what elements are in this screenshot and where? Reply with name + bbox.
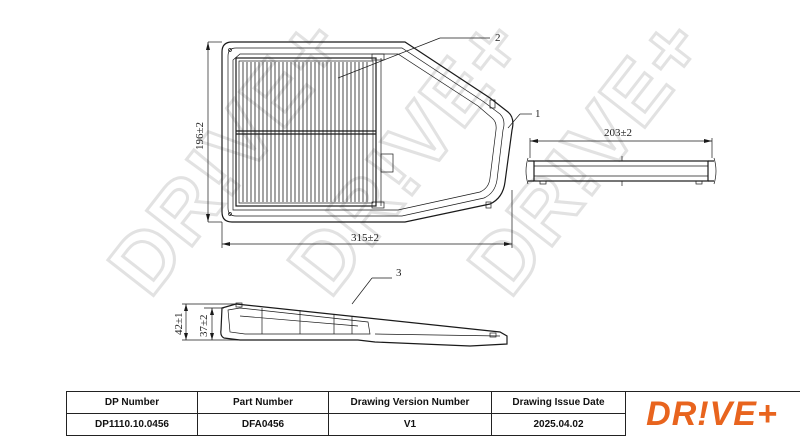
title-block-value-row: DP1110.10.0456 DFA0456 V1 2025.04.02: [67, 413, 626, 436]
value-version: V1: [328, 413, 492, 436]
value-part-number: DFA0456: [197, 413, 329, 436]
top-view: 196±2 315±2 2 1: [194, 32, 541, 248]
callout-2: 2: [495, 32, 501, 44]
value-dp-number: DP1110.10.0456: [67, 413, 198, 436]
technical-drawing: DR!VE+ DR!VE+ DR!VE+: [89, 0, 725, 347]
side-view-right: 203±2: [525, 127, 717, 186]
side-view-bottom: 42±1 37±2 3: [173, 267, 508, 347]
title-block-header-row: DP Number Part Number Drawing Version Nu…: [67, 392, 626, 414]
callout-3: 3: [396, 267, 402, 279]
title-block-table: DP Number Part Number Drawing Version Nu…: [67, 392, 626, 436]
pleats: [242, 62, 368, 202]
header-dp-number: DP Number: [67, 392, 198, 414]
header-issue-date: Drawing Issue Date: [491, 392, 626, 414]
callout-1: 1: [535, 108, 541, 120]
header-version: Drawing Version Number: [328, 392, 492, 414]
value-issue-date: 2025.04.02: [491, 413, 626, 436]
dim-width-side: 203±2: [604, 127, 632, 139]
title-block: DP Number Part Number Drawing Version Nu…: [66, 391, 800, 436]
watermark: DR!VE+ DR!VE+ DR!VE+: [89, 0, 725, 313]
header-part-number: Part Number: [197, 392, 329, 414]
dim-height-inner: 37±2: [198, 314, 210, 337]
dim-height-total: 42±1: [173, 312, 185, 335]
brand-logo: DR!VE+: [646, 395, 778, 433]
dim-width-main: 315±2: [351, 232, 379, 244]
dim-height-main: 196±2: [194, 122, 206, 150]
